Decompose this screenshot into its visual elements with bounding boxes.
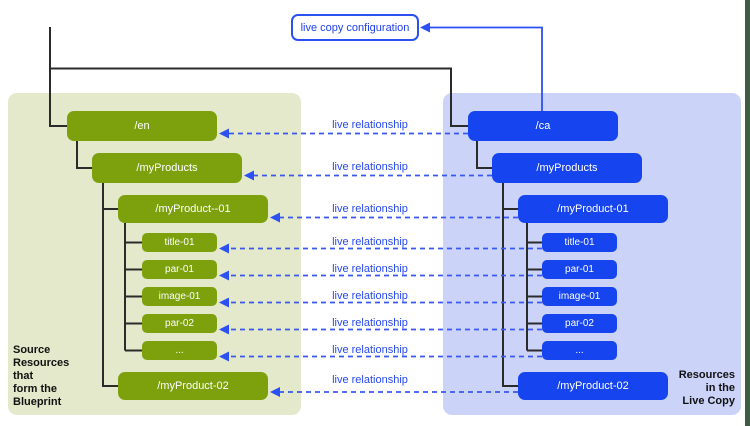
node-blueprint-par-01: par-01 — [142, 260, 217, 279]
node-livecopy-myproducts: /myProducts — [492, 153, 642, 183]
node-livecopy-myproduct-01: /myProduct-01 — [518, 195, 668, 223]
node-livecopy-image-01: image-01 — [542, 287, 617, 306]
node-blueprint-image-01: image-01 — [142, 287, 217, 306]
node-blueprint-en: /en — [67, 111, 217, 141]
right-edge-strip — [745, 0, 750, 426]
node-livecopy-ca: /ca — [468, 111, 618, 141]
node-blueprint-par-02: par-02 — [142, 314, 217, 333]
node-livecopy-myproduct-02: /myProduct-02 — [518, 372, 668, 400]
relationship-label: live relationship — [332, 344, 408, 356]
node-livecopy-par-02: par-02 — [542, 314, 617, 333]
relationship-label: live relationship — [332, 317, 408, 329]
caption-line: Live Copy — [682, 395, 735, 407]
node-blueprint-myproduct-02: /myProduct-02 — [118, 372, 268, 400]
caption-line: form the — [13, 383, 57, 395]
node-livecopy-par-01: par-01 — [542, 260, 617, 279]
caption-line: Blueprint — [13, 396, 62, 408]
relationship-label: live relationship — [332, 290, 408, 302]
node-blueprint-myproducts: /myProducts — [92, 153, 242, 183]
node-livecopy-ellipsis: ... — [542, 341, 617, 360]
caption-line: Source — [13, 344, 51, 356]
node-livecopy-title-01: title-01 — [542, 233, 617, 252]
livecopy-caption: Resources in the Live Copy — [679, 369, 735, 408]
node-blueprint-ellipsis: ... — [142, 341, 217, 360]
blueprint-panel-background — [8, 93, 301, 415]
relationship-label: live relationship — [332, 374, 408, 386]
live-copy-configuration-box: live copy configuration — [291, 14, 419, 41]
blueprint-caption: Source Resources that form the Blueprint — [13, 344, 69, 409]
caption-line: that — [13, 370, 34, 382]
relationship-label: live relationship — [332, 203, 408, 215]
node-blueprint-myproduct-01: /myProduct--01 — [118, 195, 268, 223]
caption-line: Resources — [678, 369, 735, 381]
relationship-label: live relationship — [332, 161, 408, 173]
relationship-label: live relationship — [332, 263, 408, 275]
caption-line: Resources — [13, 357, 70, 369]
node-blueprint-title-01: title-01 — [142, 233, 217, 252]
caption-line: in the — [705, 382, 735, 394]
relationship-label: live relationship — [332, 236, 408, 248]
livecopy-panel-background — [443, 93, 741, 415]
relationship-label: live relationship — [332, 119, 408, 131]
